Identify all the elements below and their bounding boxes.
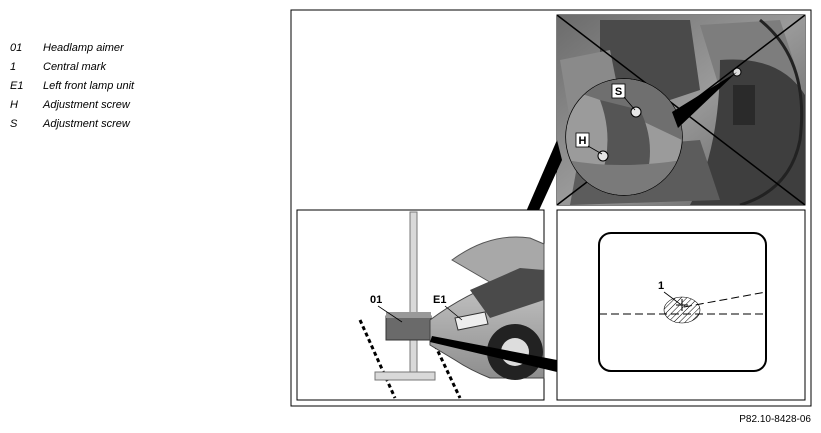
figure-reference: P82.10-8428-06 <box>739 414 811 425</box>
screw-s-head <box>630 106 642 118</box>
legend-key: H <box>10 98 18 111</box>
callout-mark-label: 1 <box>658 280 664 292</box>
legend-key: 01 <box>10 41 23 54</box>
legend-row: H Adjustment screw <box>10 95 210 114</box>
callout-h-box <box>575 132 590 148</box>
legend-key: S <box>10 117 18 130</box>
callout-mark-leader <box>663 291 681 305</box>
legend-text: Central mark <box>43 60 106 73</box>
aimer-screen-panel: 1 <box>556 209 806 401</box>
legend: 01 Headlamp aimer 1 Central mark E1 Left… <box>10 38 210 133</box>
callout-aimer-label: 01 <box>370 294 382 306</box>
callout-s-leader <box>623 96 636 111</box>
legend-key: E1 <box>10 79 24 92</box>
legend-text: Left front lamp unit <box>43 79 135 92</box>
engine-bay-panel: S H <box>556 14 806 206</box>
callout-s-label: S <box>615 86 622 98</box>
callout-aimer-leader <box>377 305 403 323</box>
car-aimer-panel: 01 E1 <box>296 209 545 401</box>
magnified-detail <box>565 78 683 196</box>
zoom-wedge <box>672 72 737 128</box>
callout-lamp-leader <box>444 305 463 321</box>
legend-text: Adjustment screw <box>43 98 130 111</box>
legend-text: Headlamp aimer <box>43 41 124 54</box>
car-engine-bay <box>470 268 544 318</box>
headlamp-bracket <box>733 85 755 125</box>
aimer-base <box>374 371 436 381</box>
fender-curve <box>739 18 804 205</box>
callout-h-label: H <box>579 135 587 147</box>
aimer-head-top <box>386 312 431 318</box>
zoom-wedge <box>430 336 557 372</box>
callout-s-box <box>611 83 626 99</box>
car-headlamp <box>454 311 489 331</box>
callout-h-leader <box>587 145 603 155</box>
legend-row: E1 Left front lamp unit <box>10 76 210 95</box>
aimer-pole <box>409 211 418 373</box>
headlamp-housing <box>690 59 805 205</box>
legend-row: 01 Headlamp aimer <box>10 38 210 57</box>
aimer-head <box>385 315 432 341</box>
floor-line <box>433 344 462 399</box>
legend-text: Adjustment screw <box>43 117 130 130</box>
legend-row: S Adjustment screw <box>10 114 210 133</box>
floor-line <box>358 319 397 399</box>
legend-key: 1 <box>10 60 17 73</box>
callout-lamp-label: E1 <box>433 294 446 306</box>
legend-row: 1 Central mark <box>10 57 210 76</box>
